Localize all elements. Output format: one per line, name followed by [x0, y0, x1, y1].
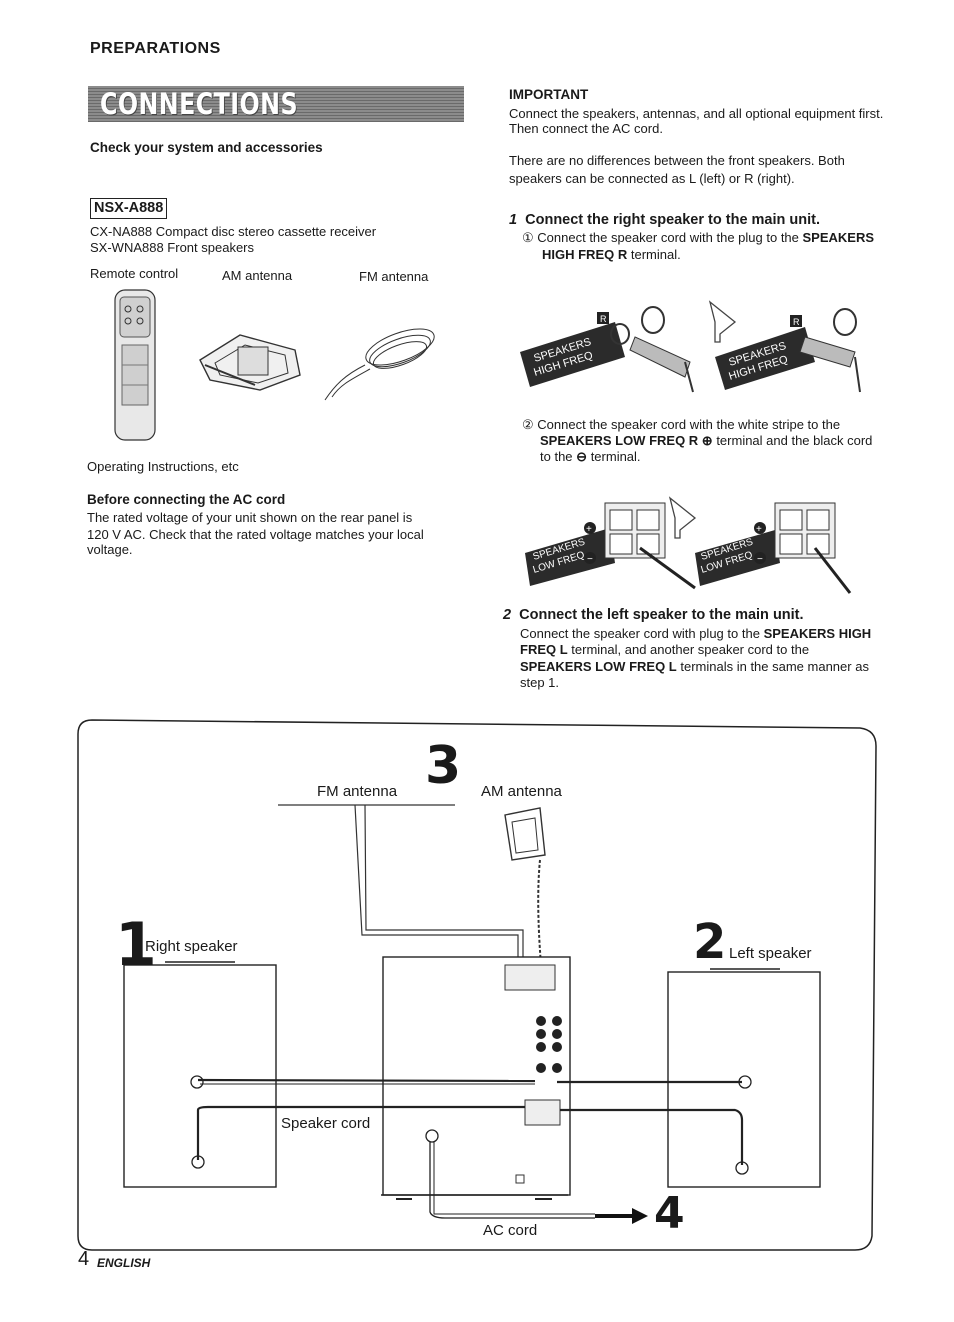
high-freq-panel-before: SPEAKERS HIGH FREQ R	[520, 306, 694, 393]
step1-heading: 1 Connect the right speaker to the main …	[509, 212, 820, 228]
high-freq-panel-after: SPEAKERS HIGH FREQ R	[715, 308, 861, 393]
am-antenna-lead	[537, 859, 542, 966]
step1-sub1-line2: HIGH FREQ R terminal.	[542, 247, 681, 264]
step-3-number: 3	[425, 736, 462, 796]
speaker-cord-label: Speaker cord	[281, 1115, 371, 1132]
page-number: 4	[78, 1248, 90, 1270]
fm-antenna-label: FM antenna	[317, 783, 398, 800]
sub1-marker: ①	[522, 230, 534, 245]
step2-l1a: Connect the speaker cord with plug to th…	[520, 626, 760, 641]
step1-sub1-line1: ① Connect the speaker cord with the plug…	[522, 230, 874, 247]
step2-l3b: terminals in the same manner as	[680, 659, 869, 674]
step2-line1: Connect the speaker cord with plug to th…	[520, 626, 871, 643]
step2-line4: step 1.	[520, 675, 560, 690]
antenna-terminals	[504, 964, 556, 991]
svg-text:−: −	[757, 554, 763, 565]
step-1-number: 1	[115, 910, 157, 980]
front-line-1: There are no differences between the fro…	[509, 153, 845, 168]
sub2-text-c: terminal and the black cord	[716, 433, 873, 448]
language-label: ENGLISH	[97, 1256, 151, 1270]
operating-instructions: Operating Instructions, etc	[87, 459, 239, 474]
step2-number: 2	[503, 607, 512, 623]
before-heading: Before connecting the AC cord	[87, 492, 286, 507]
sub1-text-d: terminal.	[630, 247, 681, 262]
remote-control-image	[114, 289, 156, 441]
fm-antenna-image	[324, 328, 435, 401]
label-fm: FM antenna	[359, 269, 429, 284]
jack-columns	[536, 1016, 562, 1073]
right-high-cord	[197, 1078, 536, 1083]
low-freq-terminals	[524, 1099, 561, 1126]
important-line-2: Then connect the AC cord.	[509, 121, 663, 136]
low-freq-figure: SPEAKERS LOW FREQ + − SPEAKERS LOW FREQ …	[525, 496, 852, 594]
left-speaker-label: Left speaker	[729, 945, 812, 962]
step-4-number: 4	[654, 1188, 685, 1239]
sub1-text-c: HIGH FREQ R	[542, 247, 628, 262]
important-line-1: Connect the speakers, antennas, and all …	[509, 106, 884, 121]
svg-text:+: +	[756, 524, 762, 535]
sub1-text-a: Connect the speaker cord with the plug t…	[537, 230, 799, 245]
svg-text:−: −	[587, 554, 593, 565]
sub1-text-b: SPEAKERS	[802, 230, 875, 245]
ac-cord-label: AC cord	[483, 1222, 538, 1239]
sub2-text-a: Connect the speaker cord with the white …	[537, 417, 841, 432]
step1-sub2-line2: SPEAKERS LOW FREQ R ⊕ terminal and the b…	[540, 433, 872, 450]
right-low-cord	[196, 1105, 525, 1160]
before-line-2: 120 V AC. Check that the rated voltage m…	[87, 527, 424, 542]
step2-line3: SPEAKERS LOW FREQ L terminals in the sam…	[520, 659, 869, 676]
step2-l1b: SPEAKERS HIGH	[763, 626, 872, 641]
r-badge-2: R	[793, 317, 800, 327]
am-antenna-loop	[504, 807, 546, 861]
model-box: NSX-A888	[90, 198, 168, 219]
title-banner	[88, 86, 464, 122]
sub2-text-f: terminal.	[590, 449, 641, 464]
section-label: PREPARATIONS	[90, 40, 221, 57]
svg-text:+: +	[586, 524, 592, 535]
diagram-frame	[77, 719, 877, 1251]
step2-l3a: SPEAKERS LOW FREQ L	[520, 659, 677, 674]
step2-l2b: terminal, and another speaker cord to th…	[571, 642, 810, 657]
step1-number: 1	[509, 212, 518, 228]
step1-sub2-line1: ② Connect the speaker cord with the whit…	[522, 417, 840, 434]
right-speaker-label: Right speaker	[145, 938, 238, 955]
step1-sub2-line3: to the ⊖ terminal.	[540, 449, 641, 466]
item-receiver: CX-NA888 Compact disc stereo cassette re…	[90, 224, 377, 239]
right-speaker	[123, 964, 277, 1188]
left-low-cord	[560, 1108, 744, 1165]
am-antenna-label: AM antenna	[481, 783, 562, 800]
step-2-number: 2	[693, 914, 727, 970]
step2-l2a: FREQ L	[520, 642, 568, 657]
front-line-2: speakers can be connected as L (left) or…	[509, 171, 795, 186]
arrow-right-icon	[708, 300, 737, 343]
ac-cord	[429, 1142, 595, 1219]
important-heading: IMPORTANT	[509, 87, 589, 102]
fm-antenna-lead	[354, 804, 519, 965]
sub2-text-b: SPEAKERS LOW FREQ R ⊕	[540, 433, 713, 448]
item-speakers: SX-WNA888 Front speakers	[90, 240, 255, 255]
page-title: CONNECTIONS	[100, 87, 298, 121]
check-heading: Check your system and accessories	[90, 140, 323, 155]
step1-title: Connect the right speaker to the main un…	[525, 212, 821, 228]
step2-line2: FREQ L terminal, and another speaker cor…	[520, 642, 809, 659]
r-badge-1: R	[600, 314, 607, 324]
sub2-marker: ②	[522, 417, 534, 432]
am-antenna-image	[199, 334, 301, 391]
step2-title: Connect the left speaker to the main uni…	[519, 607, 804, 623]
main-unit	[382, 956, 571, 1196]
left-speaker	[667, 971, 821, 1188]
step2-heading: 2 Connect the left speaker to the main u…	[503, 607, 804, 623]
before-line-1: The rated voltage of your unit shown on …	[87, 510, 413, 525]
high-freq-figure: SPEAKERS HIGH FREQ R SPEAKERS HIGH FREQ …	[520, 300, 861, 393]
accessories-illustration	[114, 289, 435, 441]
arrow-right-icon-2	[668, 496, 697, 539]
sub2-text-d: to the	[540, 449, 573, 464]
before-line-3: voltage.	[87, 542, 133, 557]
sub2-text-e: ⊖	[576, 449, 588, 464]
label-remote: Remote control	[90, 266, 179, 281]
label-am: AM antenna	[222, 268, 293, 283]
